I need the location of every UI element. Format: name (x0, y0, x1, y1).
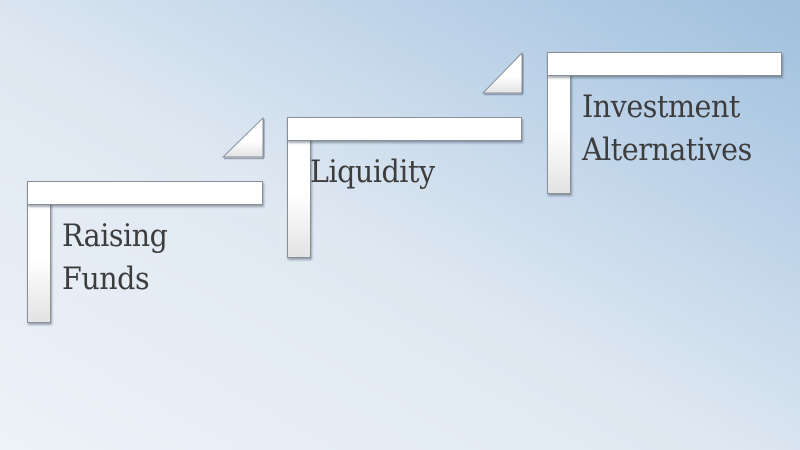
step-3-label: Investment Alternatives (582, 86, 752, 172)
step-3-label-line-1: Investment (582, 89, 740, 125)
step-1-label-line-2: Funds (62, 261, 150, 297)
step-connector-triangle-icon (221, 116, 265, 160)
step-connector-triangle-icon (481, 51, 524, 96)
step-3-horizontal-bar (547, 52, 782, 76)
step-2-horizontal-bar (287, 117, 522, 141)
step-2-label-line-1: Liquidity (310, 154, 435, 190)
step-1-label-line-1: Raising (62, 218, 168, 254)
step-1-horizontal-bar (27, 181, 263, 205)
step-1-label: Raising Funds (62, 215, 168, 301)
step-3-label-line-2: Alternatives (582, 132, 752, 168)
step-2-label: Liquidity (310, 151, 435, 194)
